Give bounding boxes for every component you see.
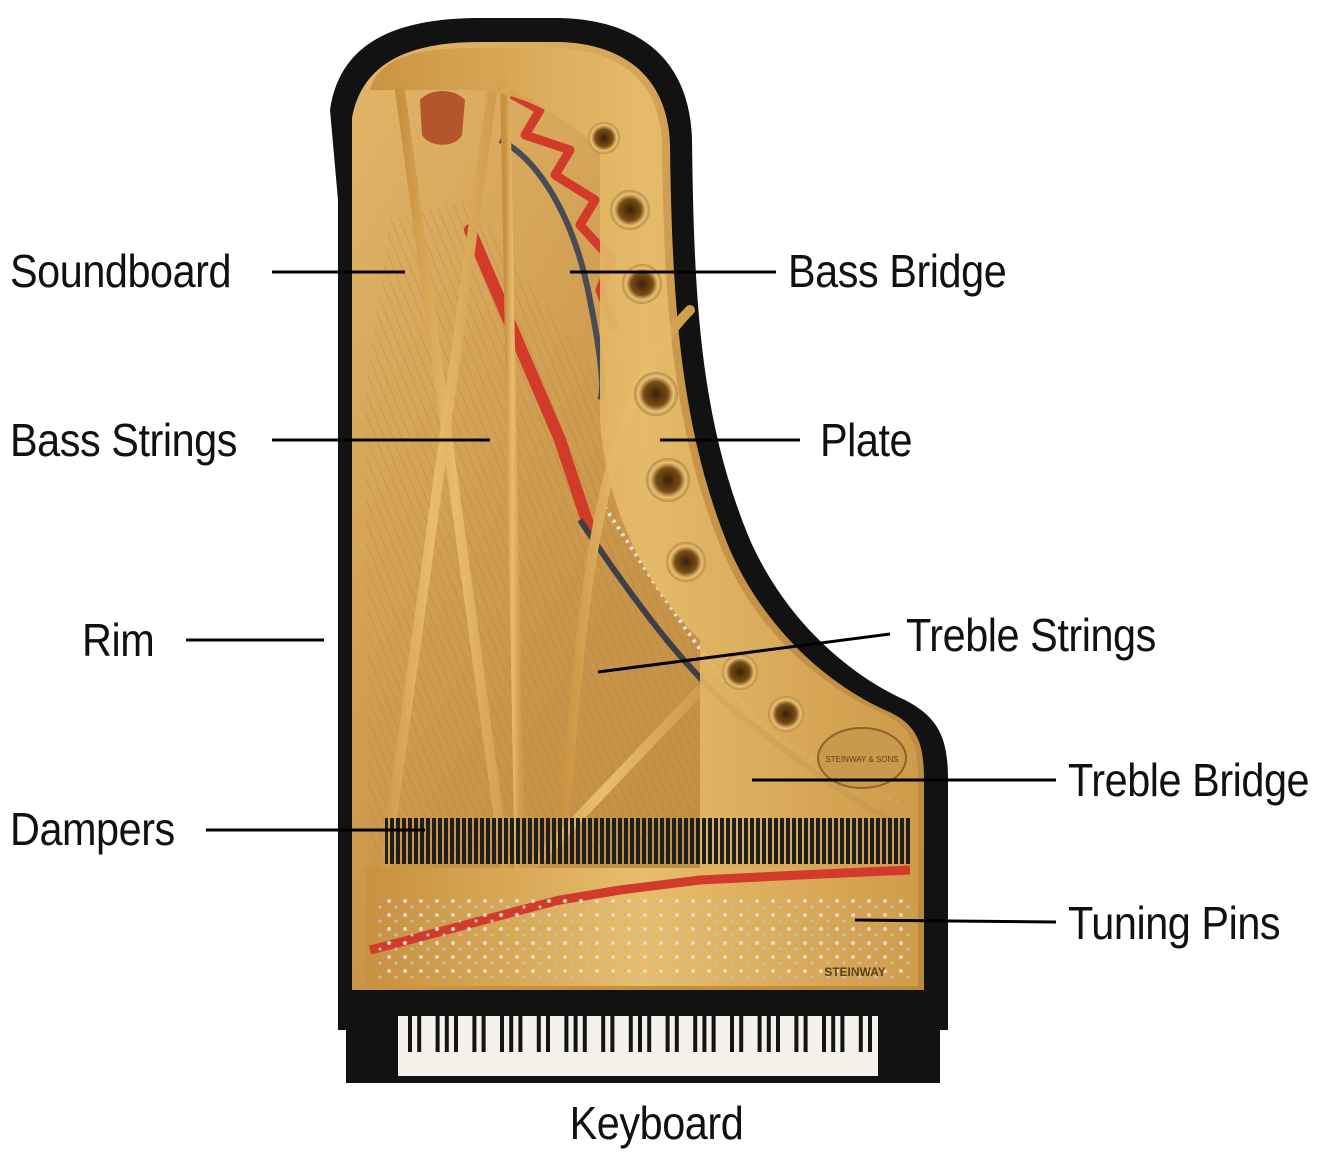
black-key <box>638 1016 642 1052</box>
black-key <box>518 1016 522 1052</box>
treble-bridge-label: Treble Bridge <box>1068 757 1309 803</box>
black-key <box>776 1016 780 1052</box>
treble-strings-label: Treble Strings <box>906 612 1156 658</box>
black-key <box>445 1016 449 1052</box>
black-key <box>822 1016 826 1052</box>
black-key <box>629 1016 633 1052</box>
black-key <box>647 1016 651 1052</box>
black-key <box>610 1016 614 1052</box>
black-key <box>482 1016 486 1052</box>
black-key <box>574 1016 578 1052</box>
black-key <box>868 1016 872 1052</box>
soundboard-label: Soundboard <box>10 248 231 294</box>
black-key <box>831 1016 835 1052</box>
black-key <box>804 1016 808 1052</box>
bass-bridge-label: Bass Bridge <box>788 248 1006 294</box>
dampers <box>385 818 910 864</box>
black-key <box>601 1016 605 1052</box>
black-key <box>675 1016 679 1052</box>
black-key <box>693 1016 697 1052</box>
black-key <box>840 1016 844 1052</box>
rim-label: Rim <box>82 617 154 663</box>
black-key <box>859 1016 863 1052</box>
black-key <box>739 1016 743 1052</box>
keyboard-label: Keyboard <box>570 1100 744 1146</box>
black-key <box>564 1016 568 1052</box>
black-key <box>546 1016 550 1052</box>
black-key <box>730 1016 734 1052</box>
black-key <box>712 1016 716 1052</box>
black-key <box>417 1016 421 1052</box>
dampers-label: Dampers <box>10 806 175 852</box>
brand-plate-text: STEINWAY <box>824 965 886 979</box>
black-key <box>794 1016 798 1052</box>
black-key <box>666 1016 670 1052</box>
black-key <box>702 1016 706 1052</box>
black-key <box>537 1016 541 1052</box>
black-key <box>454 1016 458 1052</box>
bass-strings-label: Bass Strings <box>10 417 237 463</box>
black-key <box>500 1016 504 1052</box>
black-key <box>509 1016 513 1052</box>
black-key <box>758 1016 762 1052</box>
black-key <box>767 1016 771 1052</box>
black-key <box>583 1016 587 1052</box>
tuning-pins-leader <box>855 920 1056 922</box>
black-key <box>436 1016 440 1052</box>
plate-logo-mark <box>420 91 465 145</box>
plate-label: Plate <box>820 417 912 463</box>
tuning-pins-label: Tuning Pins <box>1068 900 1280 946</box>
black-key <box>472 1016 476 1052</box>
medallion-text: STEINWAY & SONS <box>825 755 898 764</box>
black-key <box>408 1016 412 1052</box>
